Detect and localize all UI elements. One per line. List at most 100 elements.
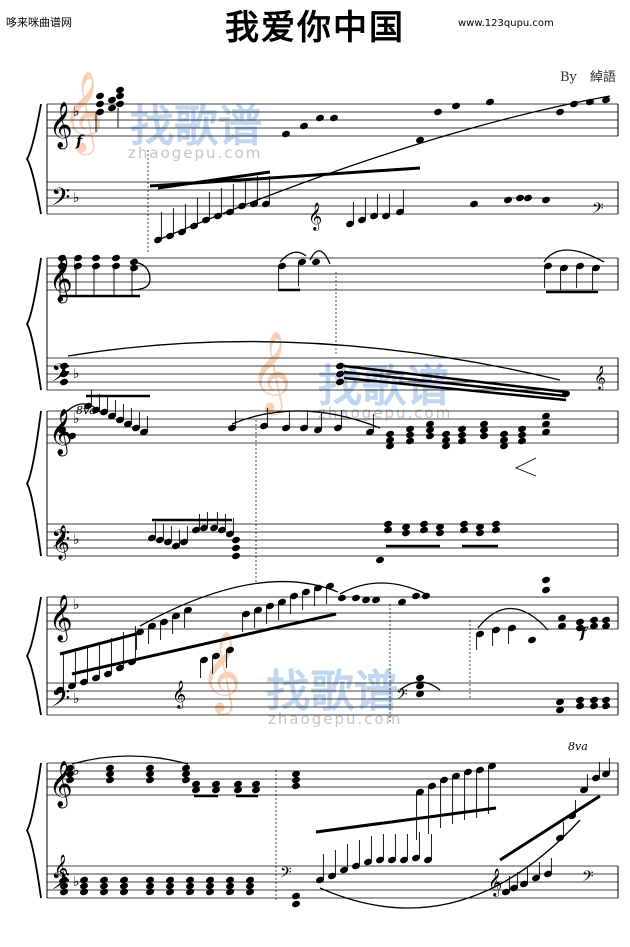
note — [440, 776, 448, 828]
note — [100, 876, 108, 884]
note — [66, 764, 74, 772]
note — [182, 770, 190, 778]
note — [384, 520, 392, 528]
note — [68, 432, 76, 440]
note — [292, 770, 300, 778]
note — [542, 586, 550, 594]
bass-clef-icon: 𝄢 — [582, 868, 594, 889]
note — [80, 876, 88, 884]
note — [602, 702, 610, 710]
note — [226, 876, 234, 884]
note — [278, 262, 286, 290]
note — [112, 254, 120, 262]
note — [146, 876, 154, 884]
note — [420, 526, 428, 534]
note — [254, 606, 262, 628]
beam — [149, 166, 421, 188]
slur — [129, 261, 151, 291]
note — [116, 404, 124, 424]
note — [386, 436, 394, 444]
note — [116, 92, 124, 100]
note — [120, 876, 128, 884]
note — [518, 425, 526, 433]
note — [336, 370, 344, 378]
slur — [139, 580, 339, 627]
note — [376, 556, 384, 564]
slur — [67, 340, 561, 381]
note — [146, 888, 154, 896]
note — [416, 674, 424, 682]
site-url-right: www.123qupu.com — [458, 18, 554, 29]
note — [492, 526, 500, 534]
note — [200, 656, 208, 678]
note — [108, 104, 116, 112]
note — [74, 262, 82, 270]
note — [602, 96, 610, 104]
treble-clef-icon: 𝄞 — [594, 365, 606, 390]
note — [542, 420, 550, 428]
note — [60, 888, 68, 896]
note — [100, 888, 108, 896]
note — [300, 410, 308, 432]
note — [516, 194, 524, 202]
note — [576, 624, 584, 632]
slur — [157, 95, 611, 241]
note — [436, 529, 444, 537]
slur — [309, 250, 331, 265]
note — [336, 378, 344, 386]
note — [226, 888, 234, 896]
note — [292, 900, 300, 908]
note — [458, 431, 466, 439]
note — [266, 602, 274, 624]
note — [556, 706, 564, 714]
note — [492, 520, 500, 528]
note — [556, 108, 564, 116]
note — [252, 780, 260, 788]
note — [146, 882, 154, 890]
note — [480, 420, 488, 428]
note — [282, 410, 290, 432]
brace — [25, 257, 42, 391]
note — [396, 190, 404, 216]
note — [58, 262, 66, 270]
note — [416, 690, 424, 698]
note — [164, 526, 172, 546]
note — [146, 776, 154, 784]
flat-key-signature: ♭ — [73, 874, 80, 890]
note — [326, 582, 334, 604]
note — [242, 610, 250, 632]
note — [384, 526, 392, 534]
note — [92, 642, 100, 682]
note — [416, 788, 424, 840]
note — [116, 86, 124, 94]
note — [314, 412, 322, 434]
flat-key-signature: ♭ — [73, 366, 80, 382]
note — [520, 868, 528, 888]
note — [542, 576, 550, 584]
note — [186, 888, 194, 896]
note — [232, 536, 240, 544]
treble-clef-icon: 𝄞 — [49, 595, 73, 643]
note — [212, 786, 220, 794]
note — [116, 100, 124, 108]
bass-clef-icon: 𝄢 — [51, 183, 70, 218]
note — [156, 524, 164, 544]
treble-clef-icon: 𝄞 — [172, 680, 186, 709]
note — [556, 698, 564, 706]
note — [442, 430, 450, 438]
note — [500, 430, 508, 438]
note — [260, 408, 268, 430]
beam — [343, 376, 567, 402]
note — [436, 523, 444, 531]
bass-clef-icon: 𝄢 — [396, 686, 408, 707]
note — [460, 520, 468, 528]
note — [192, 514, 200, 534]
note — [312, 258, 320, 266]
note — [166, 876, 174, 884]
note — [172, 530, 180, 550]
note — [228, 410, 236, 432]
site-name-left: 哆来咪曲谱网 — [6, 16, 72, 29]
note — [148, 522, 156, 542]
watermark-url: zhaogepu.com — [268, 710, 403, 728]
note — [292, 892, 300, 900]
